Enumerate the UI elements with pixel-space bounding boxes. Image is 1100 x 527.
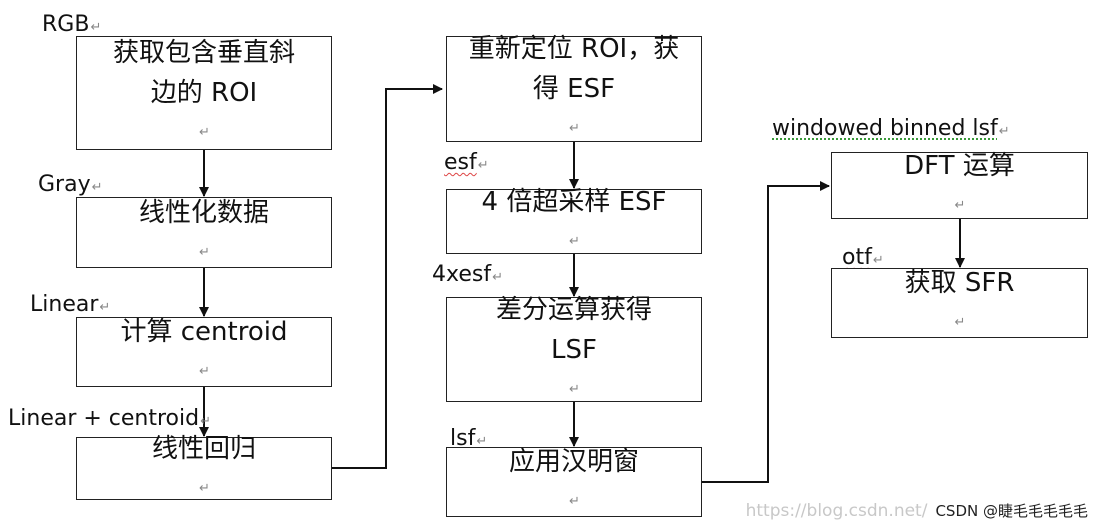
box-dft: DFT 运算↵: [831, 151, 1088, 219]
label-lsf: lsf↵: [450, 426, 488, 451]
label-4xesf: 4xesf↵: [432, 262, 503, 287]
label-windowed-binned-lsf: windowed binned lsf↵: [772, 116, 1010, 141]
arrow-regression-to-relocate: [332, 84, 443, 469]
box-oversample: 4 倍超采样 ESF↵: [446, 187, 702, 254]
label-esf: esf↵: [444, 150, 489, 175]
label-otf: otf↵: [842, 245, 884, 270]
watermark: https://blog.csdn.net/CSDN @睫毛毛毛毛毛: [746, 500, 1088, 521]
box-diff-lsf: 差分运算获得 LSF↵: [446, 295, 702, 402]
label-linear: Linear↵: [30, 292, 111, 317]
watermark-site: CSDN @睫毛毛毛毛毛: [935, 502, 1088, 520]
watermark-url: https://blog.csdn.net/: [745, 501, 928, 521]
box-relocate-roi: 重新定位 ROI，获 得 ESF↵: [446, 34, 702, 142]
label-gray: Gray↵: [38, 172, 103, 197]
label-linear-centroid: Linear + centroid↵: [8, 406, 211, 431]
box-get-roi: 获取包含垂直斜 边的 ROI↵: [76, 36, 332, 150]
box-hamming-window: 应用汉明窗↵: [446, 447, 702, 517]
box-get-roi-line1: 获取包含垂直斜: [112, 38, 295, 68]
box-get-sfr: 获取 SFR↵: [831, 268, 1088, 338]
box-linearize: 线性化数据↵: [76, 197, 332, 268]
arrow-window-to-dft: [702, 181, 830, 483]
box-compute-centroid: 计算 centroid↵: [76, 317, 332, 387]
label-rgb: RGB↵: [42, 12, 102, 37]
box-linear-regression: 线性回归↵: [76, 434, 332, 500]
box-get-roi-line2: 边的 ROI: [150, 78, 258, 108]
